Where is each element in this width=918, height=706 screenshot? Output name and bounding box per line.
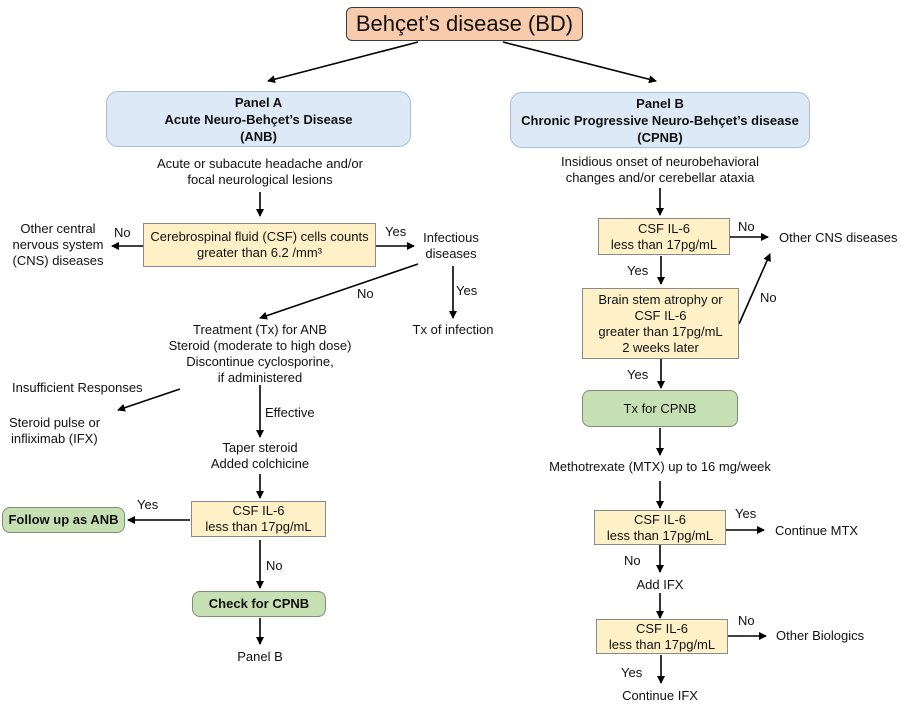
cpnb-csf-il6-box-3: CSF IL-6 less than 17pg/mL bbox=[596, 619, 728, 654]
presentation-line: Insidious onset of neurobehavioral bbox=[560, 154, 760, 169]
panel-b-presentation: Insidious onset of neurobehavioral chang… bbox=[520, 154, 800, 186]
condition-line: less than 17pg/mL bbox=[610, 236, 718, 252]
insufficient-responses-label: Insufficient Responses bbox=[12, 380, 143, 395]
panel-a-label: Panel A bbox=[234, 94, 283, 110]
condition-line: CSF IL-6 bbox=[637, 220, 690, 236]
presentation-line: Acute or subacute headache and/or bbox=[157, 156, 363, 171]
text-line: Treatment (Tx) for ANB bbox=[193, 322, 327, 337]
condition-line: less than 17pg/mL bbox=[606, 527, 714, 543]
cpnb-il6-3-yes-label: Yes bbox=[621, 665, 643, 680]
csf-cell-count-box: Cerebrospinal fluid (CSF) cells counts g… bbox=[143, 223, 376, 267]
cpnb-csf-il6-box-1: CSF IL-6 less than 17pg/mL bbox=[598, 218, 730, 255]
other-cns-diseases-b-text: Other CNS diseases bbox=[779, 230, 898, 245]
text-line: Steroid (moderate to high dose) bbox=[168, 338, 352, 353]
steroid-pulse-text: Steroid pulse or infliximab (IFX) bbox=[9, 415, 100, 447]
arrow-infectious-no bbox=[259, 263, 419, 320]
text-line: diseases bbox=[425, 246, 477, 261]
panel-b-abbrev: (CPNB) bbox=[637, 129, 683, 145]
add-ifx-text: Add IFX bbox=[636, 577, 684, 592]
brain-stem-atrophy-box: Brain stem atrophy or CSF IL-6 greater t… bbox=[582, 288, 739, 359]
cpnb-il6-2-yes-label: Yes bbox=[735, 506, 757, 521]
taper-steroid-text: Taper steroid Added colchicine bbox=[180, 440, 340, 472]
text-line: Added colchicine bbox=[210, 456, 310, 471]
csf-yes-label: Yes bbox=[385, 224, 407, 239]
arrow-insufficient bbox=[117, 388, 181, 412]
condition-line: less than 17pg/mL bbox=[205, 519, 312, 534]
text-line: Infectious bbox=[423, 230, 479, 245]
presentation-line: focal neurological lesions bbox=[187, 172, 333, 187]
cpnb-il6-2-no-label: No bbox=[624, 553, 641, 568]
cpnb-csf-il6-box-2: CSF IL-6 less than 17pg/mL bbox=[594, 510, 726, 545]
condition-line: less than 17pg/mL bbox=[608, 636, 716, 652]
anb-treatment-text: Treatment (Tx) for ANB Steroid (moderate… bbox=[160, 322, 360, 386]
text-line: Other central bbox=[20, 221, 96, 236]
panel-a-abbrev: (ANB) bbox=[240, 128, 277, 144]
infectious-no-label: No bbox=[357, 286, 374, 301]
title-text: Behçet’s disease (BD) bbox=[355, 11, 574, 36]
text-line: nervous system bbox=[12, 237, 104, 252]
cpnb-il6-1-no-label: No bbox=[738, 219, 755, 234]
text-line: Discontinue cyclosporine, bbox=[186, 354, 334, 369]
tx-of-infection-text: Tx of infection bbox=[412, 322, 494, 337]
effective-label: Effective bbox=[265, 405, 315, 420]
text-line: if administered bbox=[217, 370, 303, 385]
anb-il6-yes-label: Yes bbox=[137, 497, 159, 512]
follow-up-anb-box: Follow up as ANB bbox=[2, 507, 125, 533]
panel-a-title: Acute Neuro-Behçet’s Disease bbox=[164, 111, 353, 127]
panel-a-header: Panel A Acute Neuro-Behçet’s Disease (AN… bbox=[106, 91, 411, 147]
cpnb-il6-1-yes-label: Yes bbox=[627, 263, 649, 278]
condition-line: Cerebrospinal fluid (CSF) cells counts bbox=[150, 229, 369, 244]
atrophy-yes-label: Yes bbox=[627, 367, 649, 382]
condition-line: CSF IL-6 bbox=[634, 307, 687, 323]
arrow-title-to-panel-b bbox=[502, 41, 657, 84]
condition-line: CSF IL-6 bbox=[232, 503, 285, 518]
panel-a-presentation: Acute or subacute headache and/or focal … bbox=[110, 156, 410, 188]
check-cpnb-text: Check for CPNB bbox=[208, 596, 310, 611]
condition-line: greater than 17pg/mL bbox=[598, 323, 723, 339]
check-cpnb-box: Check for CPNB bbox=[192, 591, 326, 617]
follow-up-text: Follow up as ANB bbox=[8, 512, 119, 527]
panel-b-reference: Panel B bbox=[237, 649, 283, 664]
panel-b-header: Panel B Chronic Progressive Neuro-Behçet… bbox=[510, 92, 810, 148]
panel-b-title: Chronic Progressive Neuro-Behçet’s disea… bbox=[521, 112, 799, 128]
other-cns-diseases-text: Other central nervous system (CNS) disea… bbox=[4, 221, 112, 269]
continue-mtx-text: Continue MTX bbox=[775, 523, 859, 538]
panel-b-label: Panel B bbox=[636, 95, 684, 111]
presentation-line: changes and/or cerebellar ataxia bbox=[565, 170, 755, 185]
text-line: infliximab (IFX) bbox=[11, 431, 98, 446]
csf-no-label: No bbox=[114, 225, 131, 240]
condition-line: Brain stem atrophy or bbox=[598, 291, 723, 307]
text-line: Taper steroid bbox=[222, 440, 298, 455]
tx-cpnb-text: Tx for CPNB bbox=[623, 400, 697, 416]
condition-line: CSF IL-6 bbox=[635, 620, 688, 636]
cpnb-il6-3-no-label: No bbox=[738, 613, 755, 628]
anb-csf-il6-box: CSF IL-6 less than 17pg/mL bbox=[191, 501, 326, 537]
atrophy-no-label: No bbox=[760, 290, 777, 305]
condition-line: 2 weeks later bbox=[622, 339, 699, 355]
tx-cpnb-box: Tx for CPNB bbox=[582, 390, 738, 427]
arrow-title-to-panel-a bbox=[267, 41, 419, 84]
arrow-atrophy-no bbox=[738, 253, 771, 325]
infectious-diseases-text: Infectious diseases bbox=[416, 230, 486, 262]
other-biologics-text: Other Biologics bbox=[776, 628, 865, 643]
infectious-yes-label: Yes bbox=[456, 283, 478, 298]
methotrexate-text: Methotrexate (MTX) up to 16 mg/week bbox=[549, 459, 771, 474]
text-line: Steroid pulse or bbox=[9, 415, 101, 430]
anb-il6-no-label: No bbox=[266, 558, 283, 573]
condition-line: CSF IL-6 bbox=[633, 511, 686, 527]
text-line: (CNS) diseases bbox=[12, 253, 104, 268]
title-box: Behçet’s disease (BD) bbox=[346, 7, 583, 41]
condition-line: greater than 6.2 /mm³ bbox=[197, 245, 322, 260]
continue-ifx-text: Continue IFX bbox=[622, 688, 698, 703]
